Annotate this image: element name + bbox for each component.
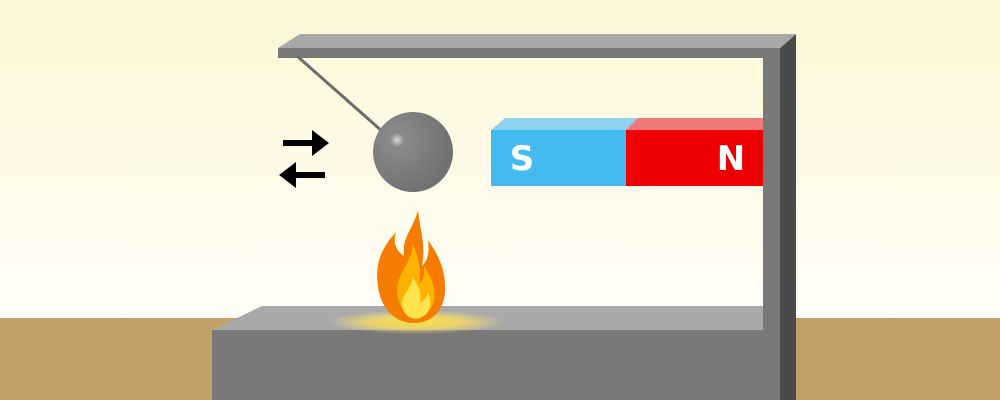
swap-horizontal-arrows-icon xyxy=(279,130,329,188)
stand-post xyxy=(763,34,796,332)
magnet-south-label: S xyxy=(510,139,535,179)
magnet-north-pole xyxy=(626,130,763,186)
stand-arm xyxy=(278,34,796,58)
magnet-north-label: N xyxy=(717,139,745,179)
stand-base xyxy=(212,306,796,400)
bar-magnet: S N xyxy=(491,118,763,186)
magnet-south-pole xyxy=(491,130,626,186)
pendulum-string xyxy=(296,54,384,134)
magnet-south-top xyxy=(491,118,638,130)
fire-icon xyxy=(377,210,446,324)
magnet-north-top xyxy=(626,118,763,130)
iron-ball xyxy=(373,112,453,192)
